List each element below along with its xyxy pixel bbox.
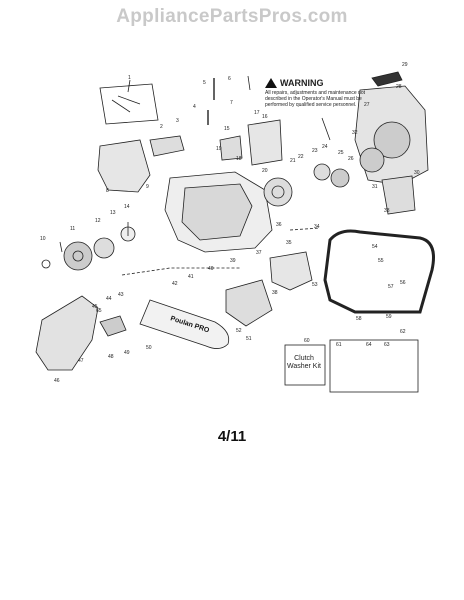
callout-27: 27	[364, 102, 370, 108]
callout-7: 7	[230, 100, 233, 106]
callout-46: 46	[54, 378, 60, 384]
callout-14: 14	[124, 204, 130, 210]
callout-52: 52	[236, 328, 242, 334]
callout-35: 35	[286, 240, 292, 246]
callout-61: 61	[336, 342, 342, 348]
callout-15: 15	[224, 126, 230, 132]
callout-43: 43	[118, 292, 124, 298]
callout-28: 28	[396, 84, 402, 90]
callout-30: 30	[414, 170, 420, 176]
callout-24: 24	[322, 144, 328, 150]
callout-62: 62	[400, 329, 406, 335]
callout-48: 48	[108, 354, 114, 360]
callout-50: 50	[146, 345, 152, 351]
callout-51: 51	[246, 336, 252, 342]
page-number: 4/11	[217, 428, 247, 445]
callout-4: 4	[193, 104, 196, 110]
callout-31: 31	[372, 184, 378, 190]
callout-8: 8	[106, 188, 109, 194]
callout-58: 58	[356, 316, 362, 322]
watermark-text: AppliancePartsPros.com	[116, 6, 348, 27]
callout-49: 49	[124, 350, 130, 356]
warning-icon	[265, 78, 277, 88]
callout-47: 47	[78, 358, 84, 364]
warning-title: WARNING	[280, 78, 324, 88]
callout-32: 32	[352, 130, 358, 136]
callout-25: 25	[338, 150, 344, 156]
part-1-frame	[99, 83, 159, 125]
callout-57: 57	[388, 284, 394, 290]
callout-16: 16	[262, 114, 268, 120]
warning-text: All repairs, adjustments and maintenance…	[265, 90, 366, 108]
callout-54: 54	[372, 244, 378, 250]
callout-45: 45	[92, 304, 98, 310]
callout-22: 22	[298, 154, 304, 160]
callout-65: 65	[96, 308, 102, 314]
callout-17: 17	[254, 110, 260, 116]
callout-55: 55	[378, 258, 384, 264]
callout-40: 40	[208, 266, 214, 272]
callout-60: 60	[304, 338, 310, 344]
callout-18: 18	[236, 156, 242, 162]
callout-19: 19	[216, 146, 222, 152]
callout-59: 59	[386, 314, 392, 320]
callout-6: 6	[228, 76, 231, 82]
callout-38: 38	[272, 290, 278, 296]
callout-9: 9	[146, 184, 149, 190]
callout-2: 2	[160, 124, 163, 130]
callout-33: 33	[384, 208, 390, 214]
warning-box: WARNING All repairs, adjustments and mai…	[265, 78, 370, 108]
callout-44: 44	[106, 296, 112, 302]
callout-34: 34	[314, 224, 320, 230]
callout-10: 10	[40, 236, 46, 242]
callout-53: 53	[312, 282, 318, 288]
kit-label: Clutch Washer Kit	[287, 355, 321, 370]
callout-37: 37	[256, 250, 262, 256]
callout-12: 12	[95, 218, 101, 224]
callout-26: 26	[348, 156, 354, 162]
callout-36: 36	[276, 222, 282, 228]
callout-21: 21	[290, 158, 296, 164]
callout-63: 63	[384, 342, 390, 348]
callout-labels: 1 2 3 4 5 6 7 8 9 10 11 12 13 14 15 16 1…	[40, 62, 420, 384]
callout-64: 64	[366, 342, 372, 348]
callout-11: 11	[70, 226, 75, 232]
callout-3: 3	[176, 118, 179, 124]
callout-29: 29	[402, 62, 408, 68]
callout-23: 23	[312, 148, 318, 154]
callout-56: 56	[400, 280, 406, 286]
callout-20: 20	[262, 168, 268, 174]
callout-41: 41	[188, 274, 194, 280]
callout-42: 42	[172, 281, 178, 287]
callout-39: 39	[230, 258, 236, 264]
callout-13: 13	[110, 210, 116, 216]
callout-5: 5	[203, 80, 206, 86]
callout-1: 1	[128, 75, 131, 81]
